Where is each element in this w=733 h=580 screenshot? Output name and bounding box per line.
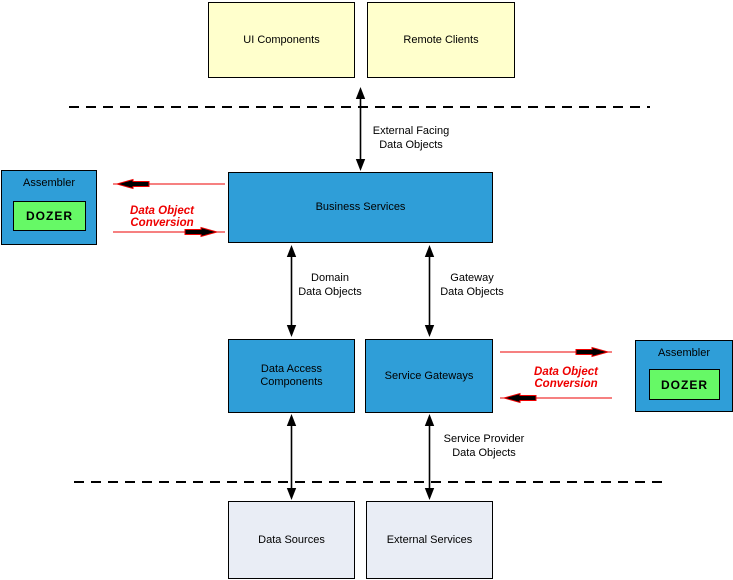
bottom-tier-dashed-separator: [74, 481, 662, 483]
label-domain-data-objects: Domain Data Objects: [298, 272, 362, 298]
node-data-sources: Data Sources: [228, 501, 355, 579]
red-arrow-right-in-icon: [500, 392, 612, 404]
label-data-object-conversion-left: Data Object Conversion: [130, 205, 194, 229]
node-assembler-left-label: Assembler: [23, 177, 75, 189]
label-data-object-conversion-right: Data Object Conversion: [534, 366, 598, 390]
label-gateway-data-objects: Gateway Data Objects: [440, 272, 504, 298]
node-external-services: External Services: [366, 501, 493, 579]
node-service-gateways: Service Gateways: [365, 339, 493, 413]
red-arrow-right-out-icon: [500, 346, 612, 358]
double-arrow-clients-business-icon: [355, 87, 366, 171]
red-arrow-left-in-icon: [113, 226, 225, 238]
label-external-facing-data-objects: External Facing Data Objects: [372, 125, 450, 151]
double-arrow-business-gateways-icon: [424, 245, 435, 337]
double-arrow-dataaccess-datasources-icon: [286, 414, 297, 500]
double-arrow-gateways-externalservices-icon: [424, 414, 435, 500]
node-ui-components-label: UI Components: [243, 33, 320, 46]
top-tier-dashed-separator: [69, 106, 650, 108]
node-data-access-components: Data Access Components: [228, 339, 355, 413]
node-dozer-right: DOZER: [649, 369, 720, 400]
node-dozer-right-label: DOZER: [661, 377, 708, 392]
node-data-sources-label: Data Sources: [258, 533, 325, 546]
red-arrow-left-out-icon: [113, 178, 225, 190]
node-assembler-right: Assembler DOZER: [635, 340, 733, 412]
node-dozer-left-label: DOZER: [26, 209, 73, 223]
node-dozer-left: DOZER: [13, 201, 86, 231]
node-assembler-right-label: Assembler: [658, 347, 710, 359]
node-ui-components: UI Components: [208, 2, 355, 78]
double-arrow-business-dataaccess-icon: [286, 245, 297, 337]
node-remote-clients-label: Remote Clients: [403, 33, 479, 46]
node-remote-clients: Remote Clients: [367, 2, 515, 78]
node-business-services-label: Business Services: [315, 201, 406, 213]
node-external-services-label: External Services: [386, 533, 473, 546]
label-service-provider-data-objects: Service Provider Data Objects: [443, 433, 525, 459]
node-service-gateways-label: Service Gateways: [384, 369, 474, 382]
node-business-services: Business Services: [228, 172, 493, 243]
node-assembler-left: Assembler DOZER: [1, 170, 97, 245]
node-data-access-components-label: Data Access Components: [260, 363, 323, 388]
